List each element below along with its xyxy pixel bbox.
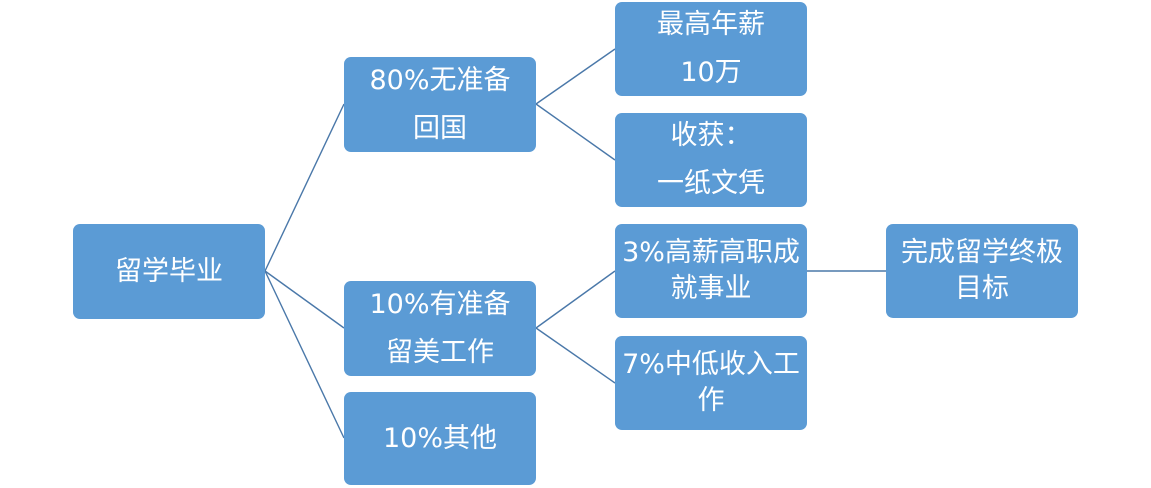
node-unprepared-return: 80%无准备 回国 [344, 57, 536, 152]
connector-branch-a-to-leaf-a1 [535, 48, 616, 105]
node-label: 目标 [955, 273, 1009, 304]
node-other: 10%其他 [344, 392, 536, 485]
node-low-income-work: 7%中低收入工 作 [615, 336, 807, 430]
node-label: 10%有准备 [369, 288, 511, 320]
node-label: 完成留学终极 [901, 237, 1063, 268]
node-label: 80%无准备 [369, 64, 511, 96]
connector-root-to-branch-c [264, 270, 345, 439]
node-label: 一纸文凭 [657, 168, 765, 199]
connector-root-to-branch-b [264, 270, 345, 329]
node-label: 作 [697, 385, 725, 416]
node-gain-diploma: 收获： 一纸文凭 [615, 113, 807, 207]
node-label: 留学毕业 [115, 255, 223, 287]
node-label: 10%其他 [382, 422, 497, 454]
connector-root-to-branch-a [264, 103, 345, 272]
connector-branch-a-to-leaf-a2 [535, 103, 616, 161]
node-label: 就事业 [670, 273, 752, 304]
node-prepared-us-work: 10%有准备 留美工作 [344, 281, 536, 376]
node-max-salary: 最高年薪 10万 [615, 2, 807, 96]
node-label: 10万 [680, 57, 742, 88]
node-high-salary-career: 3%高薪高职成 就事业 [615, 224, 807, 318]
connector-branch-b-to-leaf-b1 [535, 270, 616, 329]
node-label: 7%中低收入工 [622, 349, 800, 380]
node-label: 3%高薪高职成 [622, 237, 800, 268]
node-ultimate-goal: 完成留学终极 目标 [886, 224, 1078, 318]
node-label: 最高年薪 [657, 9, 765, 40]
node-label: 留美工作 [386, 336, 494, 368]
node-label: 回国 [413, 112, 467, 144]
node-label: 收获： [670, 120, 752, 151]
connector-branch-b-to-leaf-b2 [535, 327, 616, 384]
node-graduation: 留学毕业 [73, 224, 265, 319]
